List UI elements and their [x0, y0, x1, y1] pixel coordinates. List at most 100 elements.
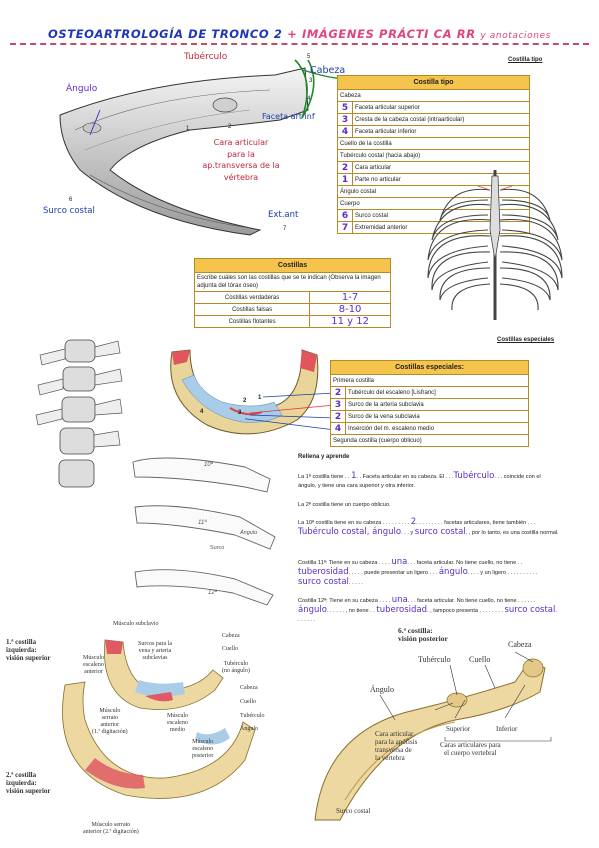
label-escaleno-posterior: Músculo escaleno posterior [192, 739, 214, 759]
label-cabeza-2: Cabeza [240, 685, 258, 691]
costillas-table: Costillas Escribe cuáles son las costill… [193, 258, 391, 328]
num-1: 1 [186, 126, 190, 132]
answer-p4-3: ángulo [438, 567, 468, 577]
label-serrato-2: Músculo serrato anterior (2.ª digitación… [83, 822, 139, 835]
answer-p4-1: una [391, 557, 408, 567]
costilla-tipo-section-label: Costilla tipo [508, 57, 543, 63]
thorax-skeleton-illustration [427, 170, 563, 320]
label-6-caras-articulares: Caras articulares para el cuerpo vertebr… [440, 741, 501, 757]
sixth-rib-book-illustration [314, 651, 546, 821]
label-faceta: Faceta art inf [262, 112, 315, 121]
label-rib-angulo: Ángulo [240, 530, 258, 536]
title-part3: y anotaciones [480, 31, 551, 41]
num-6: 6 [69, 197, 73, 203]
costillas-header: Costillas [194, 258, 391, 273]
label-tuberculo-1: Tubérculo (no ángulo) [222, 661, 250, 674]
label-6-cuello: Cuello [469, 655, 491, 664]
especiales-section-label: Costillas especiales [497, 337, 555, 343]
first-rib-leader-lines [245, 392, 335, 431]
answer-flotantes: 11 y 12 [309, 315, 391, 328]
page-title: OSTEOARTROLOGÍA DE TRONCO 2 + IMÁGENES P… [0, 27, 599, 41]
answer-p4-2: tuberosidad [298, 567, 349, 577]
answer-p3-3: surco costal [414, 527, 466, 537]
answer-p1-2: Tubérculo [453, 471, 495, 481]
rellena-p2: La 2ª costilla tiene un cuerpo oblicuo. [298, 502, 391, 508]
answer-p5-2: ángulo [298, 605, 327, 615]
label-6-tuberculo: Tubérculo [418, 655, 451, 664]
rellena-p1: La 1ª costilla tiene . . 1. . Faceta art… [298, 471, 541, 490]
table-row: Segunda costilla (cuerpo oblicuo) [330, 434, 529, 447]
label-escaleno-anterior: Músculo escaleno anterior [83, 655, 104, 675]
rellena-p4: Costilla 11ª: Tiene en su cabeza . . . .… [298, 557, 538, 587]
typical-rib-illustration [59, 59, 340, 236]
num-7: 7 [283, 226, 287, 232]
rellena-p3: La 10ª costilla tiene en su cabeza . . .… [298, 517, 559, 537]
table-row: Primera costilla [330, 374, 529, 387]
label-rib-surco: Surco [210, 545, 225, 551]
num-3: 3 [309, 78, 313, 84]
label-surcos-subclavias: Surcos para la vena y arteria subclavias [138, 641, 172, 661]
caption-first-rib: 1.ª costilla izquierda: visión superior [6, 638, 51, 662]
especiales-table: Costillas especiales: Primera costilla 2… [330, 360, 529, 447]
label-extant: Ext.ant [268, 210, 299, 220]
label-rib-12: 12ª [208, 590, 217, 596]
label-cuello-1: Cuello [222, 646, 238, 652]
label-cuello-2: Cuello [240, 699, 256, 705]
first-second-rib-book-illustration [62, 639, 256, 799]
label-6-surco-costal: Surco costal [336, 807, 371, 815]
table-row: Cabeza [337, 89, 530, 102]
answer-p5-1: una [391, 595, 408, 605]
costilla-tipo-header: Costilla tipo [337, 75, 530, 90]
num-2: 2 [228, 124, 232, 130]
caption-sixth-rib: 6.ª costilla: visión posterior [398, 626, 448, 643]
num-5: 5 [307, 54, 311, 60]
label-rib-11: 11ª [198, 520, 207, 526]
answer-p3-2: Tubérculo costal, ángulo [298, 527, 402, 537]
answer-verdaderas: 1-7 [309, 291, 391, 304]
label-rib-10: 10ª [204, 462, 213, 468]
label-cabeza: Cabeza [310, 65, 346, 76]
rellena-p5: Costilla 12ª: Tiene en su cabeza . . . .… [298, 595, 557, 624]
label-6-angulo: Ángulo [370, 685, 394, 694]
label-6-cara-articular: Cara articular para la apófisis transver… [375, 730, 418, 762]
label-angulo: Ángulo [66, 84, 98, 94]
table-row: Tubérculo costal (hacia abajo) [337, 149, 530, 162]
first-rib-num-1: 1 [258, 395, 262, 401]
num-4: 4 [307, 96, 311, 102]
title-part1: OSTEOARTROLOGÍA DE TRONCO 2 [48, 27, 288, 41]
answer-p5-3: tuberosidad [376, 605, 428, 615]
vertebral-column-illustration [35, 339, 123, 488]
title-part2: IMÁGENES PRÁCTI CA RR [301, 27, 481, 41]
first-rib-num-4: 4 [200, 409, 204, 415]
costillas-intro: Escribe cuáles son las costillas que se … [194, 272, 391, 292]
first-rib-illustration [170, 349, 319, 435]
especiales-header: Costillas especiales: [330, 360, 529, 375]
answer-p3-1: 2 [410, 517, 417, 527]
label-tuberculo-2: Tubérculo [240, 713, 265, 719]
title-divider [10, 43, 589, 45]
answer-p4-4: surco costal [298, 577, 349, 587]
label-tuberculo: Tubérculo [184, 52, 228, 62]
rib-10-11-12-sketches [132, 457, 276, 606]
label-surco-costal: Surco costal [43, 206, 95, 216]
caras-bracket [444, 737, 552, 742]
label-serrato-1: Músculo serrato anterior (1.ª digitación… [92, 708, 128, 735]
first-rib-num-2: 2 [243, 398, 247, 404]
label-musculo-subclavio: Músculo subclavio [113, 621, 159, 627]
label-angulo-2: Ángulo [240, 726, 258, 732]
title-plus: + [287, 27, 302, 41]
answer-p1-1: 1 [351, 471, 357, 481]
answer-falsas: 8-10 [309, 303, 391, 316]
table-row: Cuello de la costilla [337, 137, 530, 150]
